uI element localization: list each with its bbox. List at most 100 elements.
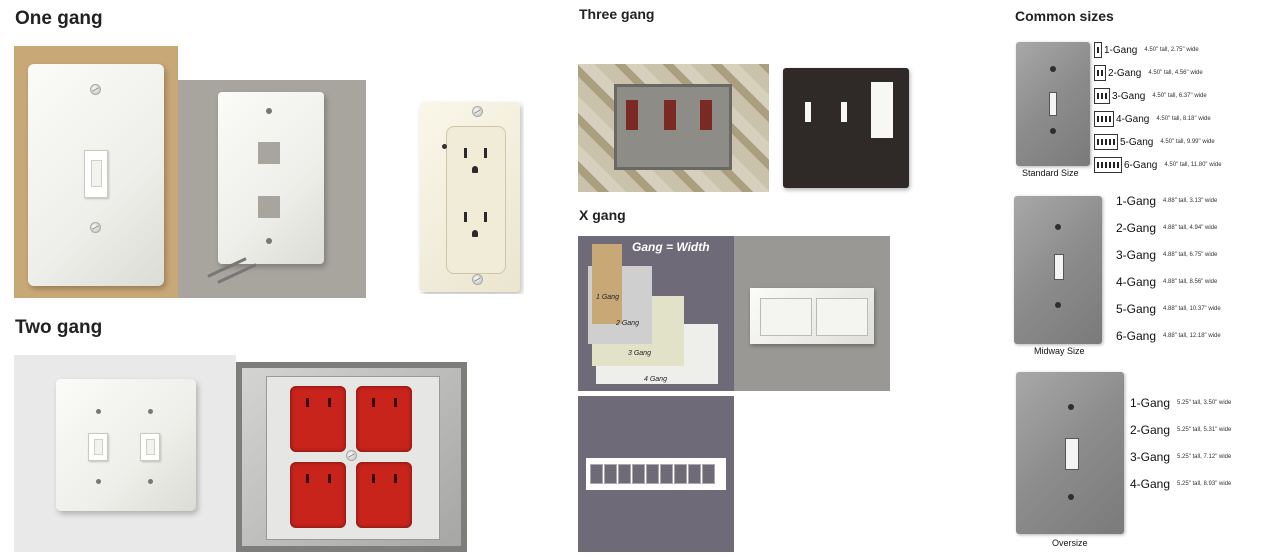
toggle-switch-icon — [140, 433, 160, 461]
gang-count-label: 2-Gang — [1116, 221, 1157, 235]
toggle-opening-icon — [1054, 254, 1064, 280]
oversize-caption: Oversize — [1052, 538, 1088, 548]
photo-three-gang-box — [578, 64, 769, 192]
midway-caption: Midway Size — [1034, 346, 1085, 356]
dimensions-label: 4.50" tall, 4.56" wide — [1148, 70, 1203, 76]
midway-size-panel: Midway Size 1-Gang 4.88" tall, 3.13" wide… — [1014, 190, 1264, 360]
gang-count-label: 1-Gang — [1130, 396, 1171, 410]
size-row: 4-Gang 4.88" tall, 8.56" wide — [1116, 275, 1217, 289]
size-row: 5-Gang 4.50" tall, 9.99" wide — [1094, 134, 1215, 150]
x-gang-label-1: 1 Gang — [596, 294, 619, 301]
size-row: 2-Gang 4.88" tall, 4.94" wide — [1116, 221, 1217, 235]
ground-hole-icon — [472, 230, 478, 237]
gang-count-label: 4-Gang — [1130, 477, 1171, 491]
photo-one-gang-receptacle — [416, 100, 524, 294]
size-row: 2-Gang 5.25" tall, 5.31" wide — [1130, 423, 1231, 437]
screw-icon — [90, 84, 101, 95]
plate-1-gang — [592, 244, 622, 324]
gang-outline-icon — [1094, 65, 1106, 81]
toggle-opening-icon — [1065, 438, 1079, 470]
gang-count-label: 3-Gang — [1116, 248, 1157, 262]
gang-count-label: 1-Gang — [1116, 194, 1157, 208]
heading-three-gang: Three gang — [579, 6, 655, 22]
heading-one-gang: One gang — [15, 8, 103, 29]
gang-count-label: 6-Gang — [1124, 159, 1158, 171]
heading-common-sizes: Common sizes — [1015, 8, 1114, 24]
jack-opening-icon — [258, 196, 280, 218]
size-row: 1-Gang 5.25" tall, 3.50" wide — [1130, 396, 1231, 410]
gang-count-label: 3-Gang — [1130, 450, 1171, 464]
toggle-switch-icon — [84, 150, 108, 198]
x-gang-banner: Gang = Width — [632, 240, 710, 254]
photo-one-gang-data-plate — [178, 80, 366, 298]
dimensions-label: 4.88" tall, 4.94" wide — [1163, 225, 1218, 231]
dimensions-label: 4.88" tall, 6.75" wide — [1163, 252, 1218, 258]
heading-x-gang: X gang — [579, 207, 626, 223]
dimensions-label: 5.25" tall, 3.50" wide — [1177, 400, 1232, 406]
gang-count-label: 6-Gang — [1116, 329, 1157, 343]
x-gang-label-4: 4 Gang — [644, 376, 667, 383]
gang-outline-icon — [1094, 157, 1122, 173]
gang-outline-icon — [1094, 42, 1102, 58]
gang-count-label: 1-Gang — [1104, 44, 1138, 56]
screw-icon — [346, 450, 357, 461]
photo-one-gang-switch — [14, 46, 178, 298]
photo-x-gang-strip — [578, 396, 734, 552]
photo-three-gang-plate — [769, 58, 923, 196]
ground-hole-icon — [472, 166, 478, 173]
toggle-opening-icon — [1049, 92, 1057, 116]
toggle-opening-icon — [805, 102, 811, 122]
toggle-switch-icon — [700, 100, 712, 130]
dimensions-label: 5.25" tall, 7.12" wide — [1177, 454, 1232, 460]
size-row: 6-Gang 4.88" tall, 12.18" wide — [1116, 329, 1221, 343]
photo-x-gang-plates: Gang = Width 1 Gang 2 Gang 3 Gang 4 Gang — [578, 236, 734, 391]
gang-count-label: 3-Gang — [1112, 90, 1146, 102]
photo-x-gang-wide-plate — [734, 236, 890, 391]
dimensions-label: 4.88" tall, 10.37" wide — [1163, 306, 1221, 312]
screw-icon — [90, 222, 101, 233]
photo-two-gang-receptacle — [236, 362, 467, 552]
toggle-switch-icon — [626, 100, 638, 130]
gang-outline-icon — [1094, 134, 1118, 150]
size-row: 1-Gang 4.88" tall, 3.13" wide — [1116, 194, 1217, 208]
standard-size-panel: Standard Size 1-Gang 4.50" tall, 2.75" wi… — [1014, 40, 1264, 178]
size-row: 2-Gang 4.50" tall, 4.56" wide — [1094, 65, 1203, 81]
size-row: 4-Gang 5.25" tall, 8.93" wide — [1130, 477, 1231, 491]
size-row: 3-Gang 4.50" tall, 6.37" wide — [1094, 88, 1207, 104]
jack-opening-icon — [258, 142, 280, 164]
dimensions-label: 5.25" tall, 8.93" wide — [1177, 481, 1232, 487]
dimensions-label: 4.88" tall, 12.18" wide — [1163, 333, 1221, 339]
standard-caption: Standard Size — [1022, 168, 1079, 178]
toggle-switch-icon — [664, 100, 676, 130]
screw-icon — [472, 106, 483, 117]
toggle-opening-icon — [841, 102, 847, 122]
dimensions-label: 4.88" tall, 8.56" wide — [1163, 279, 1218, 285]
heading-two-gang: Two gang — [15, 317, 103, 338]
screw-icon — [472, 274, 483, 285]
dimensions-label: 4.50" tall, 6.37" wide — [1152, 93, 1207, 99]
gang-count-label: 4-Gang — [1116, 113, 1150, 125]
size-row: 3-Gang 4.88" tall, 6.75" wide — [1116, 248, 1217, 262]
size-row: 1-Gang 4.50" tall, 2.75" wide — [1094, 42, 1199, 58]
dimensions-label: 4.50" tall, 9.99" wide — [1160, 139, 1215, 145]
dimensions-label: 4.88" tall, 3.13" wide — [1163, 198, 1218, 204]
toggle-switch-icon — [88, 433, 108, 461]
gang-count-label: 4-Gang — [1116, 275, 1157, 289]
x-gang-label-3: 3 Gang — [628, 350, 651, 357]
gang-count-label: 5-Gang — [1120, 136, 1154, 148]
dimensions-label: 4.50" tall, 11.80" wide — [1164, 162, 1222, 168]
x-gang-label-2: 2 Gang — [616, 320, 639, 327]
size-row: 5-Gang 4.88" tall, 10.37" wide — [1116, 302, 1221, 316]
oversize-panel: Oversize 1-Gang 5.25" tall, 3.50" wide 2-G… — [1014, 370, 1264, 554]
gang-count-label: 2-Gang — [1130, 423, 1171, 437]
gang-outline-icon — [1094, 111, 1114, 127]
decora-opening-icon — [871, 82, 893, 138]
dimensions-label: 5.25" tall, 5.31" wide — [1177, 427, 1232, 433]
gang-count-label: 2-Gang — [1108, 67, 1142, 79]
photo-two-gang-switch — [14, 355, 236, 552]
dimensions-label: 4.50" tall, 2.75" wide — [1144, 47, 1199, 53]
gang-outline-icon — [1094, 88, 1110, 104]
size-row: 3-Gang 5.25" tall, 7.12" wide — [1130, 450, 1231, 464]
gang-count-label: 5-Gang — [1116, 302, 1157, 316]
